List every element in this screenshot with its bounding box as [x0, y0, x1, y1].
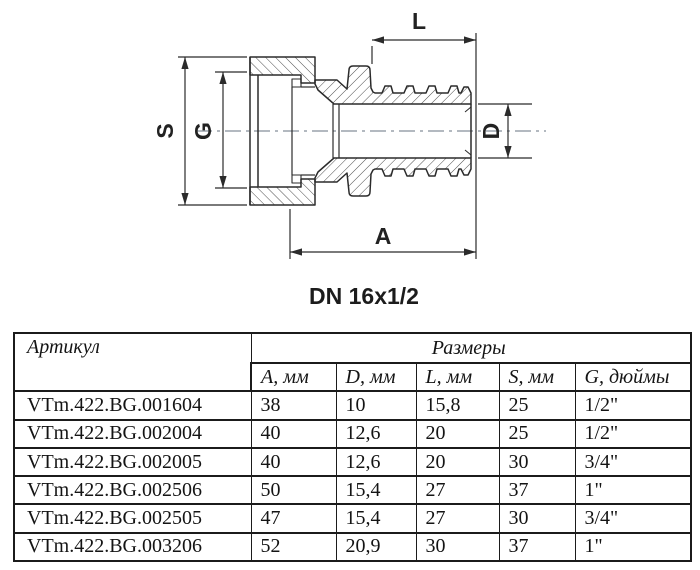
- cell-d: 12,6: [335, 418, 417, 449]
- dimension-l: L: [371, 8, 477, 259]
- cell-article: VTm.422.BG.002505: [13, 503, 252, 534]
- cell-g: 1": [574, 531, 692, 563]
- dim-label-a: A: [375, 223, 392, 249]
- cell-s: 25: [498, 390, 576, 421]
- col-header-s: S, мм: [498, 362, 576, 393]
- table-row: VTm.422.BG.002004 40 12,6 20 25 1/2": [13, 418, 692, 449]
- dimension-a: A: [289, 209, 476, 259]
- dimension-g: G: [190, 71, 247, 189]
- cell-d: 10: [335, 390, 417, 421]
- cell-a: 52: [250, 531, 337, 563]
- cell-g: 3/4": [574, 503, 692, 534]
- cell-d: 12,6: [335, 446, 417, 478]
- cell-article: VTm.422.BG.002004: [13, 418, 252, 449]
- cell-g: 1/2": [574, 418, 692, 449]
- fitting-body: [301, 65, 472, 197]
- fitting-nut: [249, 56, 316, 206]
- cell-d: 15,4: [335, 503, 417, 534]
- table-header-row: Артикул Размеры: [13, 331, 692, 393]
- cell-l: 20: [415, 418, 500, 449]
- cell-a: 40: [250, 446, 337, 478]
- table-row: VTm.422.BG.002005 40 12,6 20 30 3/4": [13, 446, 692, 478]
- cell-a: 50: [250, 475, 337, 506]
- cell-article: VTm.422.BG.003206: [13, 531, 252, 563]
- cell-a: 38: [250, 390, 337, 421]
- cell-article: VTm.422.BG.002506: [13, 475, 252, 506]
- col-header-g: G, дюймы: [574, 362, 692, 393]
- table-row: VTm.422.BG.003206 52 20,9 30 37 1": [13, 531, 692, 563]
- table-row: VTm.422.BG.002505 47 15,4 27 30 3/4": [13, 503, 692, 534]
- cell-s: 30: [498, 503, 576, 534]
- cell-article: VTm.422.BG.001604: [13, 390, 252, 421]
- dim-label-d: D: [478, 123, 504, 140]
- cell-s: 25: [498, 418, 576, 449]
- technical-drawing: S G L D: [152, 8, 546, 309]
- cell-l: 27: [415, 503, 500, 534]
- diagram-caption: DN 16x1/2: [309, 283, 419, 309]
- cell-l: 30: [415, 531, 500, 563]
- cell-d: 15,4: [335, 475, 417, 506]
- table-row: VTm.422.BG.001604 38 10 15,8 25 1/2": [13, 390, 692, 421]
- sizes-header-cell: Размеры: [250, 331, 692, 365]
- dimension-s: S: [152, 56, 247, 206]
- cell-s: 37: [498, 531, 576, 563]
- cell-l: 20: [415, 446, 500, 478]
- cell-g: 3/4": [574, 446, 692, 478]
- cell-a: 40: [250, 418, 337, 449]
- col-header-d: D, мм: [335, 362, 417, 393]
- table-row: VTm.422.BG.002506 50 15,4 27 37 1": [13, 475, 692, 506]
- spec-table: Артикул Размеры A, мм D, мм L, мм S, мм …: [13, 331, 692, 563]
- cell-d: 20,9: [335, 531, 417, 563]
- cell-s: 30: [498, 446, 576, 478]
- cell-article: VTm.422.BG.002005: [13, 446, 252, 478]
- cell-l: 27: [415, 475, 500, 506]
- table-subheader-row: A, мм D, мм L, мм S, мм G, дюймы: [14, 362, 692, 393]
- cell-g: 1": [574, 475, 692, 506]
- col-header-a: A, мм: [250, 362, 337, 393]
- dim-label-g: G: [190, 122, 216, 140]
- cell-g: 1/2": [574, 390, 692, 421]
- col-header-l: L, мм: [415, 362, 500, 393]
- article-header-cell: Артикул: [13, 331, 252, 393]
- dim-label-s: S: [152, 123, 178, 138]
- cell-l: 15,8: [415, 390, 500, 421]
- cell-s: 37: [498, 475, 576, 506]
- dimension-d: D: [478, 103, 532, 159]
- dim-label-l: L: [412, 8, 426, 34]
- cell-a: 47: [250, 503, 337, 534]
